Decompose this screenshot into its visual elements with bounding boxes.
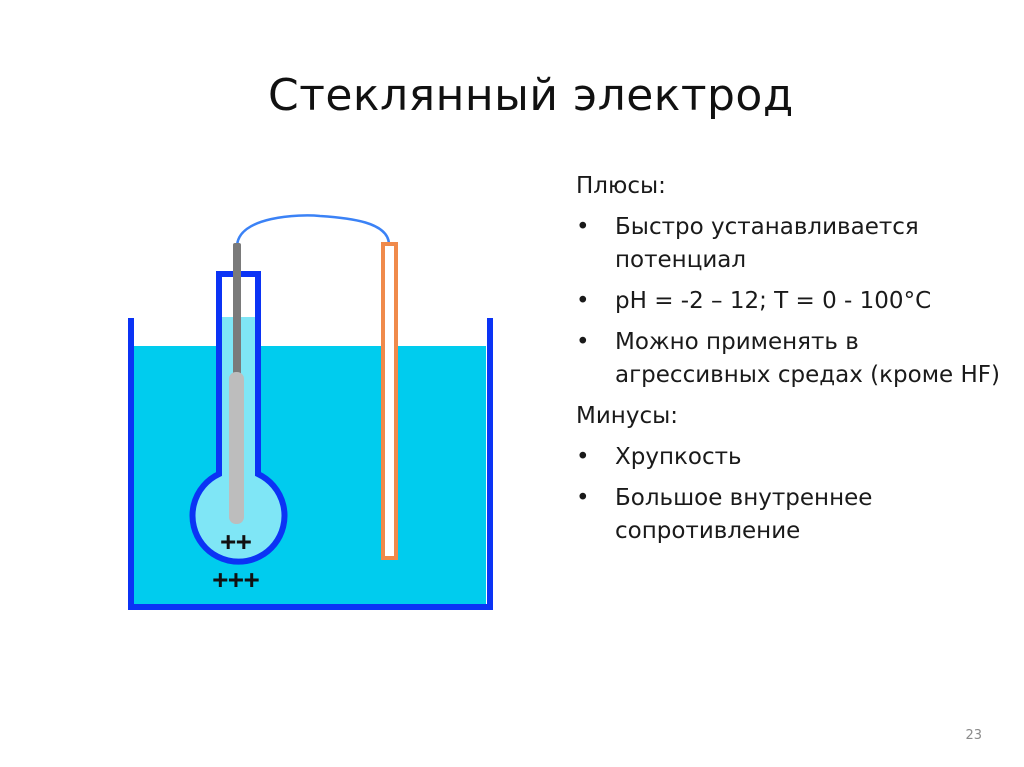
pros-item: • pH = -2 – 12; T = 0 - 100°C [576, 285, 1006, 318]
conductor-wire [233, 243, 241, 378]
page-number: 23 [965, 728, 982, 743]
bullet-icon: • [576, 485, 590, 511]
pros-item-text: Можно применять в агрессивных средах (кр… [615, 329, 1001, 388]
bullet-icon: • [576, 214, 590, 240]
cons-item-text: Хрупкость [615, 444, 742, 470]
cons-item: • Большое внутреннее сопротивление [576, 482, 1006, 548]
charges-inner: ++ [220, 527, 251, 557]
pros-item: • Быстро устанавливается потенциал [576, 211, 1006, 277]
cons-heading: Минусы: [576, 403, 678, 429]
content-text: Плюсы: • Быстро устанавливается потенциа… [576, 170, 1006, 556]
bullet-icon: • [576, 444, 590, 470]
connecting-wire [235, 214, 391, 248]
solution [134, 346, 486, 604]
reference-electrode [381, 242, 398, 560]
pros-heading: Плюсы: [576, 173, 666, 199]
pros-item-text: pH = -2 – 12; T = 0 - 100°C [615, 288, 932, 314]
glass-electrode-diagram: ++ +++ [128, 214, 493, 610]
vessel [128, 318, 493, 610]
bullet-icon: • [576, 288, 590, 314]
bullet-icon: • [576, 329, 590, 355]
cons-list: • Хрупкость • Большое внутреннее сопроти… [576, 441, 1006, 548]
charges-outer: +++ [213, 565, 260, 595]
pros-list: • Быстро устанавливается потенциал • pH … [576, 211, 1006, 392]
conductor-rod [229, 372, 244, 524]
cons-item: • Хрупкость [576, 441, 1006, 474]
cons-item-text: Большое внутреннее сопротивление [615, 485, 873, 544]
slide-title: Стеклянный электрод [268, 70, 794, 121]
pros-item-text: Быстро устанавливается потенциал [615, 214, 919, 273]
pros-item: • Можно применять в агрессивных средах (… [576, 326, 1006, 392]
